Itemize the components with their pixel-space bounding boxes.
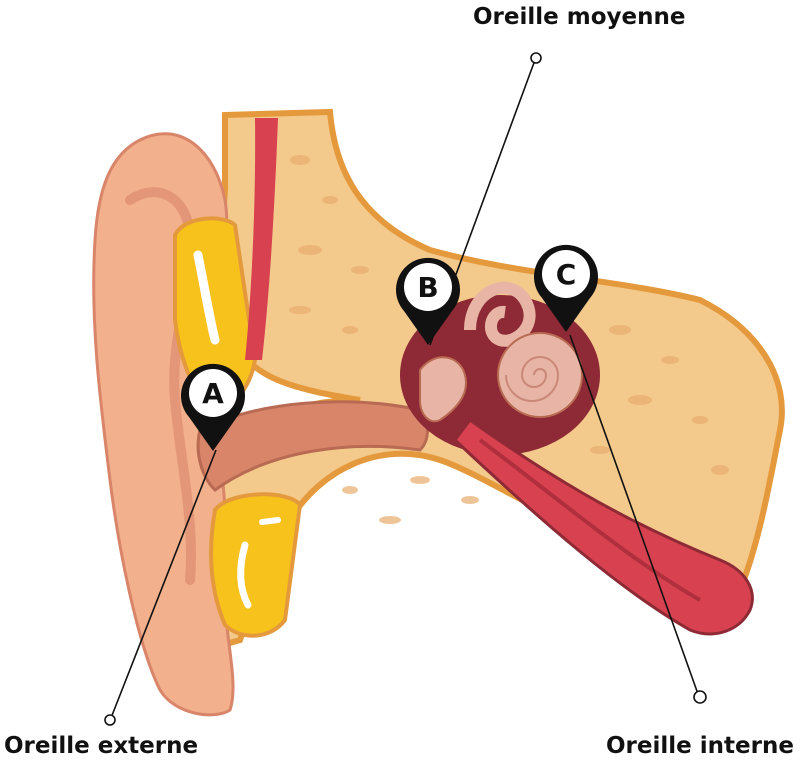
lower-cartilage — [211, 494, 300, 635]
marker-b-letter: B — [417, 271, 438, 304]
marker-c-letter: C — [556, 258, 577, 291]
callout-dot-outer — [105, 715, 115, 725]
label-inner-ear: Oreille interne — [606, 733, 794, 759]
label-middle-ear: Oreille moyenne — [473, 4, 685, 30]
label-outer-ear: Oreille externe — [4, 733, 198, 759]
cochlea — [498, 333, 582, 417]
callout-dot-middle — [531, 53, 541, 63]
callout-dot-inner — [694, 691, 706, 703]
lower-cartilage-highlight-2 — [262, 520, 278, 522]
marker-a-letter: A — [202, 377, 224, 410]
